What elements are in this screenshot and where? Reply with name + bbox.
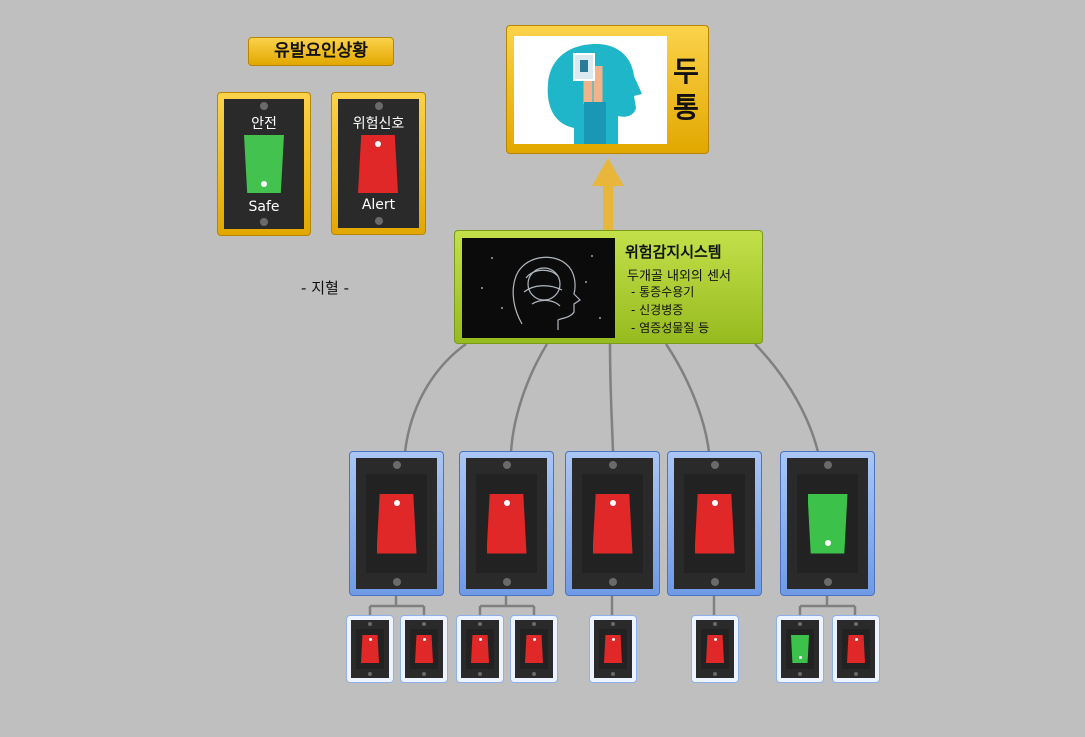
system-item: - 통증수용기 <box>631 285 695 299</box>
small-switch-6 <box>691 615 739 683</box>
small-switch-1 <box>346 615 394 683</box>
headache-title: 두통 <box>673 55 699 124</box>
small-switch-5 <box>589 615 637 683</box>
switch-panel <box>461 620 499 678</box>
system-title: 위험감지시스템 <box>625 243 722 261</box>
switch-panel <box>837 620 875 678</box>
large-switch-3 <box>565 451 660 596</box>
headache-node: 두통 <box>506 25 709 154</box>
alert-rocker <box>525 635 543 663</box>
small-switch-8 <box>832 615 880 683</box>
legend-note: - 지혈 - <box>301 279 349 297</box>
large-switch-4 <box>667 451 762 596</box>
alert-rocker <box>604 635 622 663</box>
switch-panel <box>787 458 868 589</box>
alert-rocker <box>706 635 724 663</box>
system-item: - 신경병증 <box>631 303 684 317</box>
safe-bottom-label: Safe <box>248 199 280 215</box>
up-arrow <box>592 158 624 232</box>
legend-title: 유발요인상황 <box>248 37 394 66</box>
large-switch-2 <box>459 451 554 596</box>
switch-panel <box>515 620 553 678</box>
switch-panel <box>696 620 734 678</box>
alert-bottom-label: Alert <box>361 197 396 213</box>
switch-panel <box>466 458 547 589</box>
switch-panel <box>781 620 819 678</box>
safe-top-label: 안전 <box>251 116 277 132</box>
alert-rocker <box>361 635 379 663</box>
safe-rocker <box>791 635 809 663</box>
switch-panel <box>572 458 653 589</box>
small-switch-3 <box>456 615 504 683</box>
large-switch-5 <box>780 451 875 596</box>
small-switch-4 <box>510 615 558 683</box>
switch-panel <box>356 458 437 589</box>
alert-top-label: 위험신호 <box>352 116 405 132</box>
switch-panel <box>674 458 755 589</box>
switch-panel <box>594 620 632 678</box>
switch-panel <box>405 620 443 678</box>
large-switch-1 <box>349 451 444 596</box>
alert-rocker <box>415 635 433 663</box>
system-item: - 염증성물질 등 <box>631 321 710 335</box>
system-subtitle: 두개골 내외의 센서 <box>627 269 731 284</box>
legend-safe-switch: 안전 Safe <box>217 92 311 236</box>
small-switch-7 <box>776 615 824 683</box>
brain-image <box>462 238 615 338</box>
detection-system-node: 위험감지시스템 두개골 내외의 센서 - 통증수용기 - 신경병증 - 염증성물… <box>454 230 763 344</box>
legend-alert-switch: 위험신호 Alert <box>331 92 426 235</box>
small-switch-2 <box>400 615 448 683</box>
headache-image <box>514 36 667 144</box>
switch-panel <box>351 620 389 678</box>
alert-rocker <box>847 635 865 663</box>
alert-rocker <box>471 635 489 663</box>
